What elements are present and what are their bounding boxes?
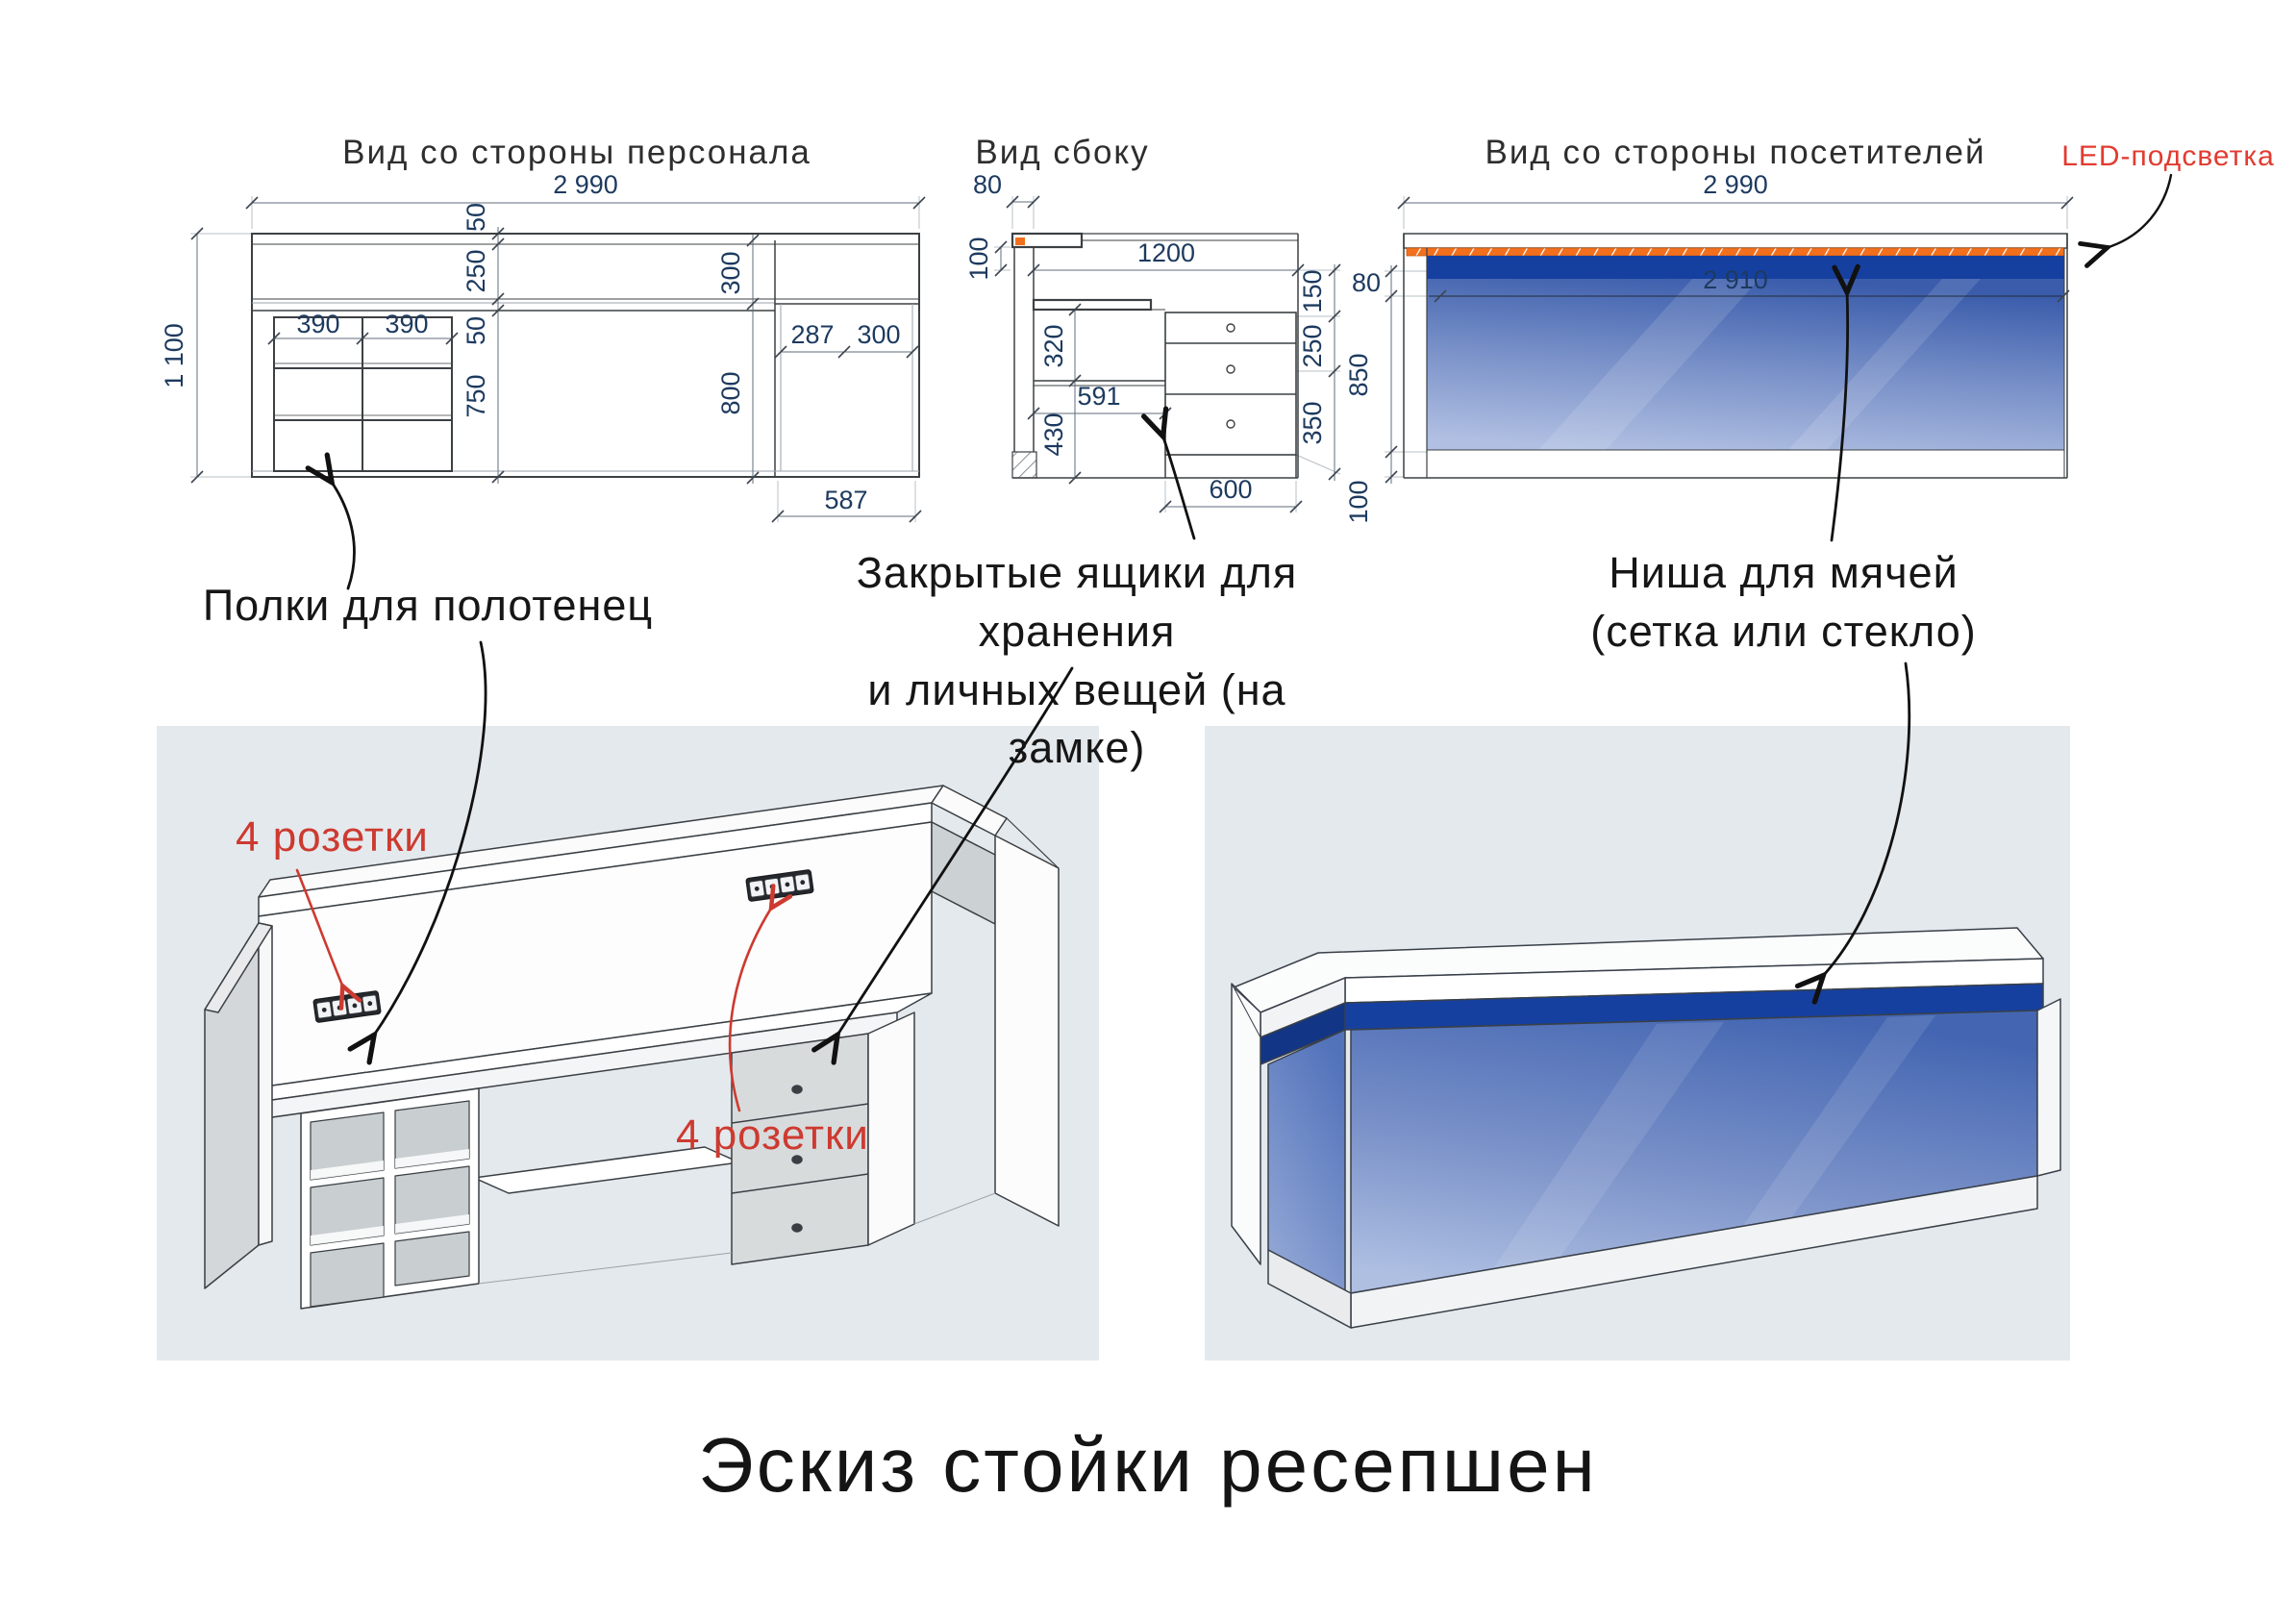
- technical-views-drawing: Вид со стороны персонала: [160, 134, 2275, 524]
- dim-shelf-b: 390: [385, 310, 428, 338]
- annotation-niche-line2: (сетка или стекло): [1590, 606, 1977, 656]
- sockets-left-label: 4 розетки: [236, 813, 429, 861]
- dim-shelf-a: 390: [296, 310, 339, 338]
- dim-drop-100: 100: [964, 237, 993, 280]
- render-visitor-side-panel: [1205, 726, 2070, 1361]
- dim-visitors-80: 80: [1352, 268, 1381, 297]
- dim-knee-320: 320: [1039, 324, 1068, 367]
- render-visitor-side: [1231, 927, 2061, 1329]
- dim-niche-300: 300: [716, 251, 745, 294]
- sockets-left-arrow: [295, 868, 343, 987]
- sockets-right-arrow: [728, 907, 772, 1112]
- dim-visitors-inner: 2 910: [1703, 265, 1768, 294]
- led-label: LED-подсветка: [2061, 140, 2275, 172]
- dim-gap-50: 50: [462, 316, 490, 345]
- annotation-towel-shelves: Полки для полотенец: [202, 581, 654, 630]
- side-view-title: Вид сбоку: [975, 134, 1149, 171]
- render-staff-side-panel: 4 розетки 4 розетки: [157, 726, 1099, 1361]
- dim-under-800: 800: [716, 371, 745, 414]
- led-arrow: [2106, 173, 2173, 248]
- dim-drawer-350: 350: [1298, 401, 1327, 444]
- dim-staff-height: 1 100: [160, 323, 188, 388]
- annotation-drawers: Закрытые ящики для хранения и личных вещ…: [822, 544, 1332, 778]
- annotation-niche-line1: Ниша для мячей: [1609, 548, 1959, 597]
- staff-view: Вид со стороны персонала: [160, 134, 926, 523]
- dim-top-50: 50: [462, 203, 490, 232]
- dim-visitors-100: 100: [1344, 480, 1373, 523]
- dim-visitors-width: 2 990: [1703, 170, 1768, 199]
- dim-unit-600: 600: [1209, 475, 1252, 504]
- dim-upper-150: 150: [1298, 269, 1327, 312]
- dim-seg-300: 300: [857, 320, 900, 349]
- render-staff-side: 4 розетки 4 розетки: [204, 785, 1060, 1310]
- dim-staff-width: 2 990: [553, 170, 618, 199]
- desk-staff-structure: [204, 785, 1060, 1310]
- annotation-drawers-line1: Закрытые ящики для хранения: [856, 548, 1298, 656]
- dim-desk-591: 591: [1077, 382, 1120, 411]
- side-view: Вид сбоку: [964, 134, 1341, 513]
- visitors-view: Вид со стороны посетителей LED-подсветка: [1344, 134, 2275, 524]
- dim-base-430: 430: [1039, 412, 1068, 456]
- dim-lower-750: 750: [462, 374, 490, 417]
- desk-visitor-structure: [1231, 927, 2061, 1329]
- dim-visitors-850: 850: [1344, 353, 1373, 396]
- annotation-drawers-line2: и личных вещей (на замке): [867, 664, 1286, 773]
- dim-front-80: 80: [973, 170, 1002, 199]
- dim-return-587: 587: [824, 486, 867, 514]
- annotation-niche: Ниша для мячей (сетка или стекло): [1543, 544, 2024, 662]
- dim-mid-250: 250: [1298, 324, 1327, 367]
- dim-counter-1200: 1200: [1137, 238, 1195, 267]
- dim-band-250: 250: [462, 249, 490, 292]
- dim-seg-287: 287: [790, 320, 834, 349]
- page-title: Эскиз стойки ресепшен: [698, 1422, 1598, 1508]
- sockets-right-label: 4 розетки: [676, 1111, 869, 1159]
- staff-view-title: Вид со стороны персонала: [342, 134, 811, 171]
- visitors-view-title: Вид со стороны посетителей: [1485, 134, 1985, 171]
